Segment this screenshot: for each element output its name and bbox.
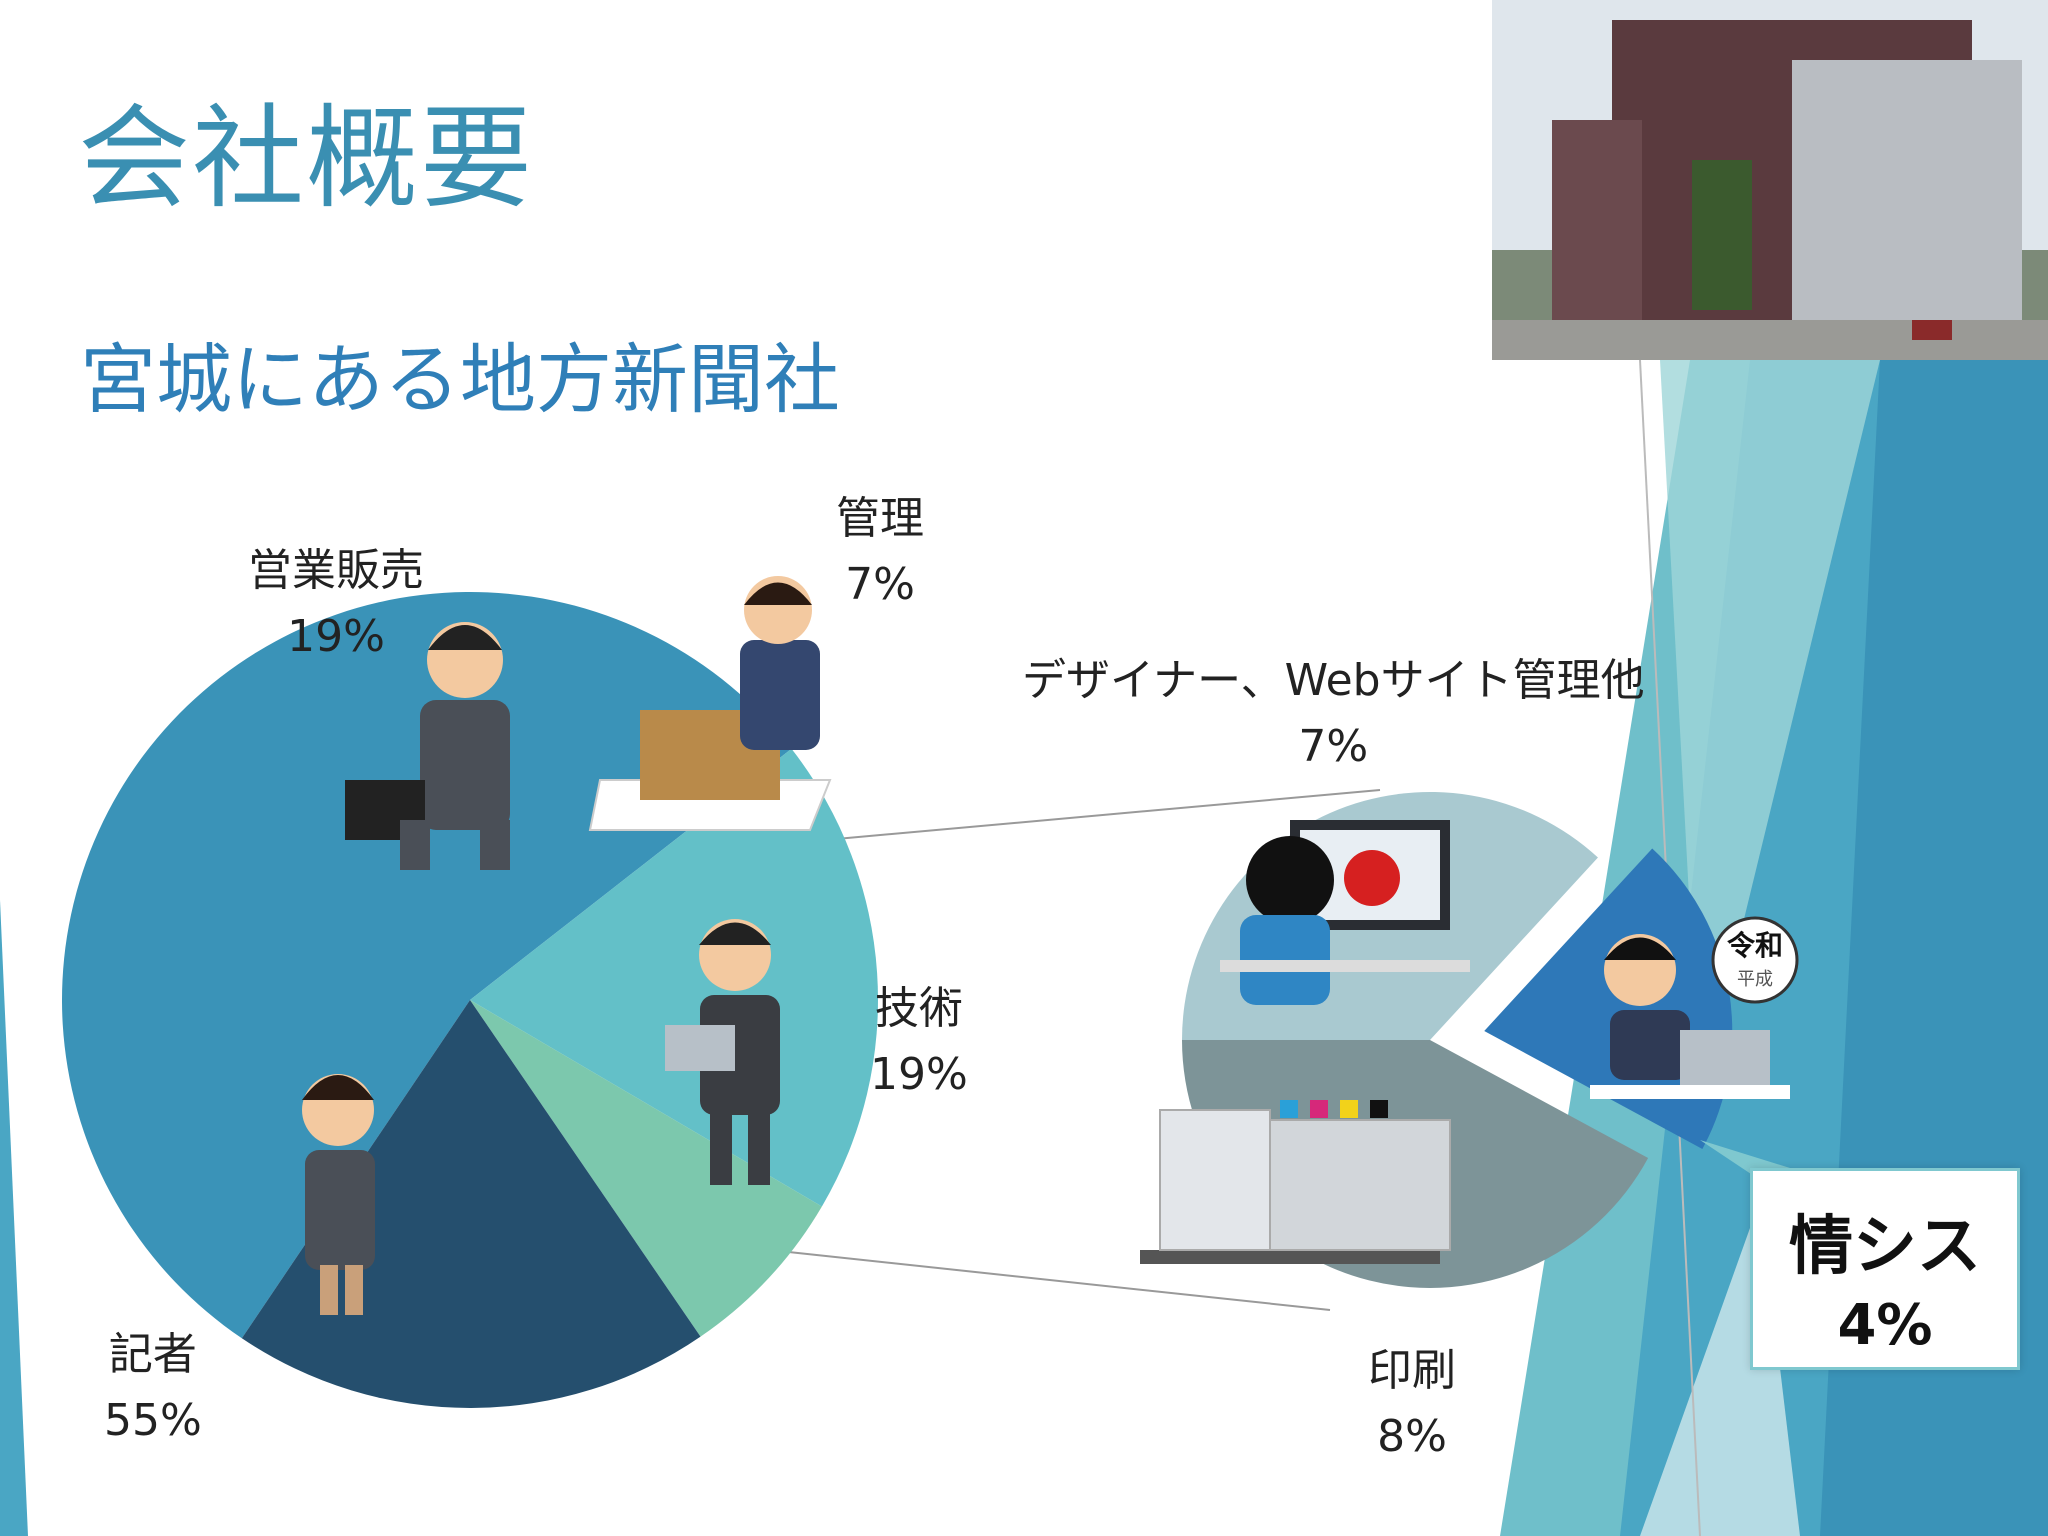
building-photo (1492, 0, 2048, 360)
label-printing-value: 8% (1377, 1411, 1447, 1462)
pie-slice-0 (62, 592, 792, 1339)
label-printing-name: 印刷 (1368, 1345, 1456, 1396)
clerk-illustration (588, 576, 832, 831)
bg-shape-right-4 (1660, 360, 1880, 1100)
reiwa-badge: 令和 平成 (1711, 916, 1799, 1004)
label-tech: 技術 19% (870, 976, 968, 1108)
label-admin: 管理 7% (836, 486, 924, 618)
page-subtitle: 宮城にある地方新聞社 (80, 335, 840, 424)
label-designer-value: 7% (1298, 721, 1369, 772)
label-reporter-name: 記者 (108, 1329, 197, 1380)
svg-text:令和: 令和 (1727, 929, 1783, 962)
it-callout: 情シス 4% (1750, 1168, 2020, 1370)
main-pie (62, 592, 879, 1409)
reporter-illustration (302, 1074, 375, 1315)
label-admin-value: 7% (845, 559, 915, 610)
label-designer-name: デザイナー、Webサイト管理他 (1022, 655, 1645, 706)
label-printing: 印刷 8% (1368, 1338, 1456, 1470)
label-sales: 営業販売 19% (248, 538, 424, 670)
sysadmin-illustration (1590, 934, 1790, 1099)
label-reporter: 記者 55% (104, 1322, 202, 1454)
printing-press-illustration (1140, 1100, 1451, 1264)
bg-shape-left (0, 900, 28, 1536)
label-admin-name: 管理 (836, 493, 924, 544)
label-tech-value: 19% (870, 1049, 968, 1100)
salesman-illustration (345, 622, 510, 870)
it-callout-percent: 4% (1837, 1293, 1933, 1358)
it-callout-name: 情シス (1789, 1210, 1981, 1284)
svg-text:平成: 平成 (1737, 969, 1773, 990)
label-reporter-value: 55% (104, 1395, 202, 1446)
designer-illustration (1220, 820, 1470, 1005)
connector-line-top (769, 789, 1381, 846)
label-tech-name: 技術 (874, 983, 963, 1034)
label-sales-value: 19% (287, 611, 385, 662)
label-designer: デザイナー、Webサイト管理他 7% (1022, 648, 1645, 780)
connector-line-bottom (769, 1249, 1331, 1311)
pie-slice-2 (470, 1000, 822, 1337)
page-title: 会社概要 (78, 94, 534, 224)
engineer-illustration (665, 919, 780, 1185)
label-sales-name: 営業販売 (248, 545, 424, 596)
